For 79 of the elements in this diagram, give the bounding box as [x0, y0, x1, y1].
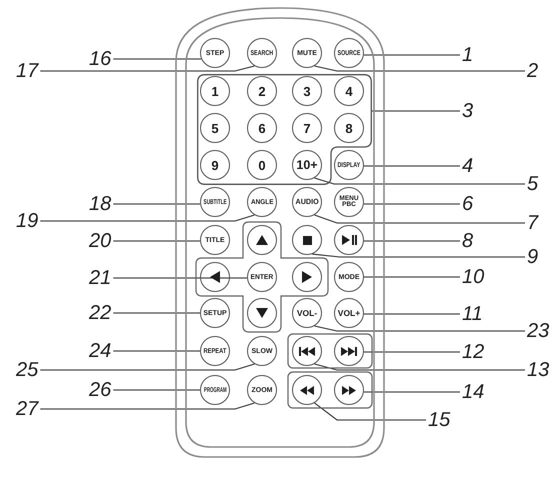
leader-line	[364, 351, 460, 353]
leader-line	[113, 277, 248, 279]
leader-line	[314, 363, 525, 371]
callout-number: 3	[460, 100, 476, 122]
leader-line	[40, 214, 255, 222]
leader-line	[314, 214, 525, 224]
remote-button: 6	[247, 113, 277, 143]
remote-button: 8	[334, 113, 364, 143]
leader-line	[113, 312, 200, 314]
remote-button: 0	[247, 150, 277, 180]
leader-line	[364, 203, 460, 205]
leader-line	[364, 391, 460, 393]
leader-line	[372, 110, 460, 112]
remote-button	[292, 375, 322, 405]
callout-number: 9	[525, 246, 540, 268]
leader-line	[113, 350, 200, 352]
remote-button: 9	[200, 150, 230, 180]
leader-line	[113, 203, 200, 205]
remote-button: VOL+	[334, 298, 364, 328]
callout-number: 19	[14, 210, 40, 232]
leader-line	[312, 254, 525, 258]
leader-line	[364, 54, 460, 56]
leader-line	[314, 177, 525, 185]
remote-button	[247, 298, 277, 328]
callout-number: 2	[525, 60, 540, 82]
callout-number: 22	[87, 302, 114, 324]
remote-button	[334, 375, 364, 405]
keypad-frame	[197, 74, 372, 185]
remote-button	[292, 262, 322, 292]
remote-button: 2	[247, 76, 277, 106]
callout-number: 1	[460, 44, 476, 66]
callout-number: 7	[525, 212, 540, 234]
leader-line	[314, 325, 525, 332]
leader-line	[364, 313, 460, 315]
remote-button: VOL-	[292, 298, 322, 328]
remote-button: 7	[292, 113, 322, 143]
callout-number: 12	[460, 341, 486, 363]
remote-button	[334, 225, 364, 255]
callout-number: 20	[87, 230, 114, 252]
callout-number: 17	[14, 60, 40, 82]
callout-number: 21	[87, 267, 114, 289]
remote-button	[334, 336, 364, 366]
remote-button	[292, 336, 322, 366]
remote-button	[200, 262, 230, 292]
callout-number: 11	[460, 303, 485, 325]
callout-number: 10	[460, 266, 486, 288]
remote-button: 3	[292, 76, 322, 106]
remote-button: 10+	[292, 150, 322, 180]
leader-line	[364, 276, 460, 278]
remote-button	[247, 225, 277, 255]
callout-number: 8	[460, 230, 476, 252]
remote-body	[174, 6, 386, 459]
callout-number: 14	[460, 381, 486, 403]
remote-button: 1	[200, 76, 230, 106]
remote-button: 5	[200, 113, 230, 143]
remote-button	[292, 225, 322, 255]
callout-number: 24	[87, 340, 114, 362]
leader-line	[364, 165, 460, 167]
leader-line	[40, 402, 255, 410]
callout-number: 25	[14, 359, 40, 381]
callout-number: 6	[460, 193, 476, 215]
leader-line	[314, 65, 525, 72]
leader-line	[40, 363, 255, 371]
leader-line	[113, 58, 202, 60]
leader-line	[113, 389, 200, 391]
leader-line	[364, 240, 460, 242]
callout-number: 18	[87, 193, 114, 215]
leader-line	[40, 65, 255, 72]
callout-number: 23	[525, 320, 552, 342]
callout-number: 4	[460, 155, 476, 177]
callout-number: 16	[87, 48, 114, 70]
leader-line	[113, 240, 200, 242]
remote-button: 4	[334, 76, 364, 106]
leader-line	[314, 402, 426, 421]
callout-number: 26	[87, 379, 114, 401]
callout-number: 5	[525, 173, 540, 195]
callout-number: 13	[525, 359, 552, 381]
callout-number: 15	[426, 409, 452, 431]
callout-number: 27	[14, 398, 40, 420]
